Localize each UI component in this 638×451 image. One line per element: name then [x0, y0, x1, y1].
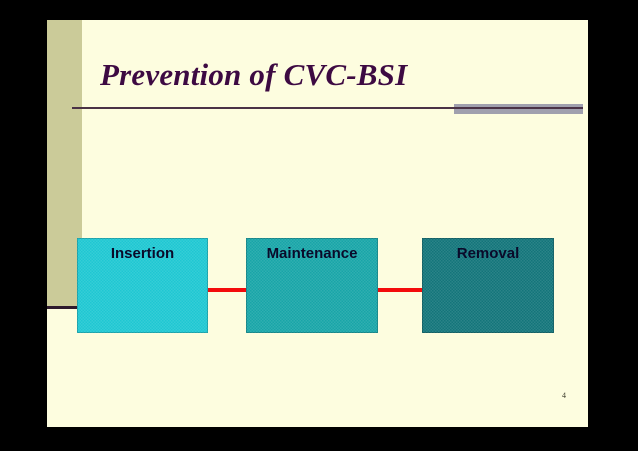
slide-left-band-rule [47, 306, 83, 309]
connector-insertion-to-maintenance [208, 288, 247, 292]
process-step-insertion-label: Insertion [110, 245, 175, 262]
process-step-removal-label: Removal [456, 245, 520, 262]
process-step-insertion[interactable]: Insertion [77, 238, 208, 333]
process-step-removal[interactable]: Removal [422, 238, 554, 333]
process-step-maintenance[interactable]: Maintenance [246, 238, 378, 333]
slide-canvas: Prevention of CVC-BSI Insertion Maintena… [47, 20, 588, 427]
process-step-maintenance-label: Maintenance [266, 245, 358, 262]
slide-left-accent-band [47, 20, 82, 309]
title-accent-bar-line [454, 107, 583, 109]
title-underline-rule [72, 107, 558, 109]
connector-maintenance-to-removal [378, 288, 423, 292]
slide-title: Prevention of CVC-BSI [100, 57, 408, 92]
slide-number: 4 [562, 391, 566, 400]
title-accent-bar [454, 104, 583, 114]
